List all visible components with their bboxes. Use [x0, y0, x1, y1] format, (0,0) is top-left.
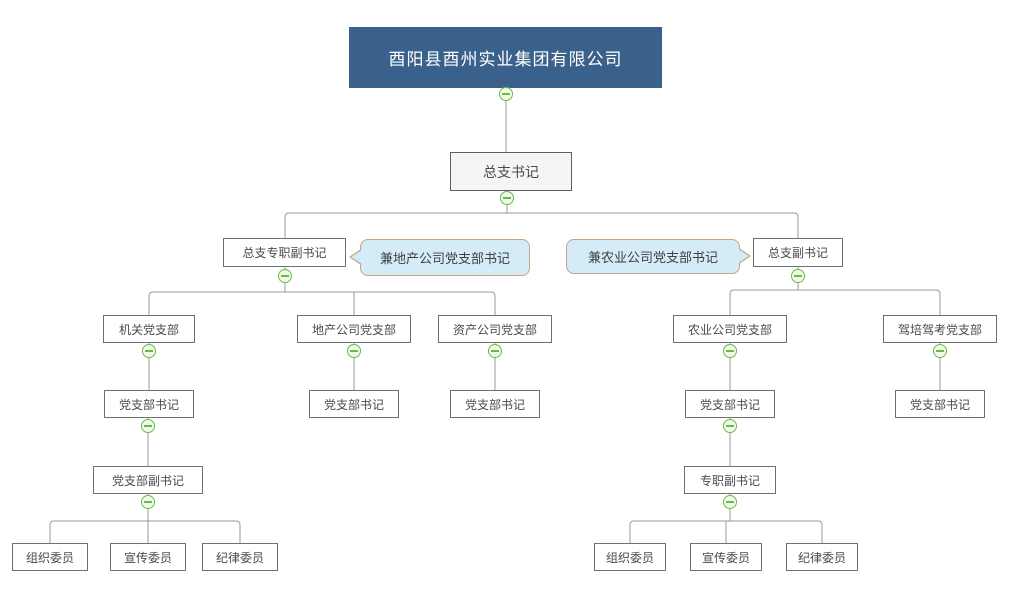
node-publicity-committee-left[interactable]: 宣传委员: [110, 543, 186, 571]
collapse-icon[interactable]: [500, 191, 514, 205]
node-branch-secretary-driving[interactable]: 党支部书记: [895, 390, 985, 418]
node-branch-secretary-asset[interactable]: 党支部书记: [450, 390, 540, 418]
collapse-icon[interactable]: [499, 87, 513, 101]
collapse-icon[interactable]: [791, 269, 805, 283]
node-office-branch[interactable]: 机关党支部: [103, 315, 195, 343]
node-discipline-committee-right[interactable]: 纪律委员: [786, 543, 858, 571]
node-branch-secretary-agriculture[interactable]: 党支部书记: [685, 390, 775, 418]
callout-agriculture-secretary[interactable]: 兼农业公司党支部书记: [566, 239, 751, 274]
collapse-icon[interactable]: [142, 344, 156, 358]
node-deputy-secretary[interactable]: 总支副书记: [753, 238, 843, 267]
collapse-icon[interactable]: [278, 269, 292, 283]
node-real-estate-branch[interactable]: 地产公司党支部: [297, 315, 411, 343]
node-full-time-deputy-branch-secretary[interactable]: 专职副书记: [684, 466, 776, 494]
node-publicity-committee-right[interactable]: 宣传委员: [690, 543, 762, 571]
node-asset-branch[interactable]: 资产公司党支部: [438, 315, 552, 343]
node-general-branch-secretary[interactable]: 总支书记: [450, 152, 572, 191]
collapse-icon[interactable]: [141, 419, 155, 433]
collapse-icon[interactable]: [723, 495, 737, 509]
node-branch-deputy-secretary[interactable]: 党支部副书记: [93, 466, 203, 494]
collapse-icon[interactable]: [723, 419, 737, 433]
node-discipline-committee-left[interactable]: 纪律委员: [202, 543, 278, 571]
collapse-icon[interactable]: [933, 344, 947, 358]
node-driving-branch[interactable]: 驾培驾考党支部: [883, 315, 997, 343]
node-branch-secretary-real-estate[interactable]: 党支部书记: [309, 390, 399, 418]
node-full-time-deputy-secretary[interactable]: 总支专职副书记: [223, 238, 346, 267]
callout-pointer: [351, 250, 362, 264]
collapse-icon[interactable]: [723, 344, 737, 358]
callout-real-estate-secretary[interactable]: 兼地产公司党支部书记: [349, 239, 530, 276]
collapse-icon[interactable]: [488, 344, 502, 358]
node-branch-secretary-office[interactable]: 党支部书记: [104, 390, 194, 418]
node-org-committee-left[interactable]: 组织委员: [12, 543, 88, 571]
node-org-committee-right[interactable]: 组织委员: [594, 543, 666, 571]
callout-pointer: [738, 249, 749, 263]
node-root-company[interactable]: 酉阳县酉州实业集团有限公司: [349, 27, 662, 88]
node-agriculture-branch[interactable]: 农业公司党支部: [673, 315, 787, 343]
collapse-icon[interactable]: [141, 495, 155, 509]
collapse-icon[interactable]: [347, 344, 361, 358]
